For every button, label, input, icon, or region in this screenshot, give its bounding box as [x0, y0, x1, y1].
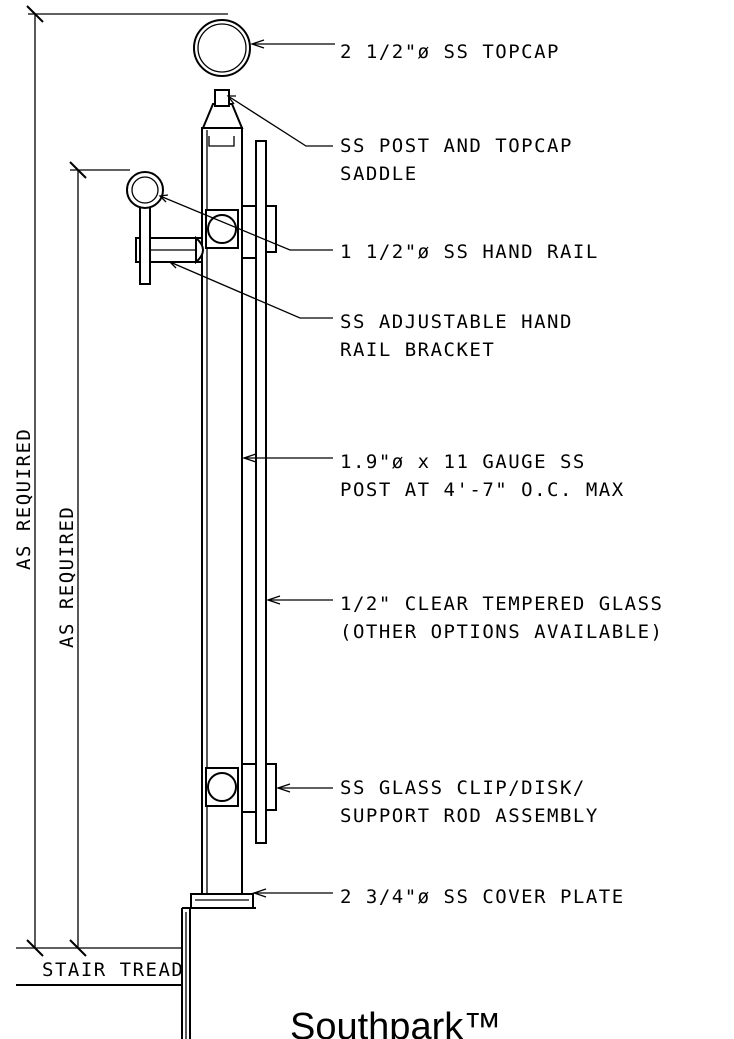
topcap [193, 19, 251, 77]
lower-glass-clip [205, 763, 277, 813]
saddle [201, 89, 244, 147]
outer-dimension-label: AS REQUIRED [13, 428, 35, 570]
callout-glass: 1/2" CLEAR TEMPERED GLASS (OTHER OPTIONS… [340, 593, 676, 643]
callout-clip: SS GLASS CLIP/DISK/ SUPPORT ROD ASSEMBLY [340, 777, 599, 827]
glass-panel [255, 140, 267, 844]
outer-dimension [26, 5, 228, 957]
inner-dimension-label: AS REQUIRED [56, 506, 78, 648]
cover-plate [190, 893, 254, 909]
callout-bracket: SS ADJUSTABLE HAND RAIL BRACKET [340, 311, 586, 361]
callout-post: 1.9"ø x 11 GAUGE SS POST AT 4'-7" O.C. M… [340, 451, 625, 501]
stair-tread-label: STAIR TREAD [42, 959, 184, 981]
hand-rail-bracket [135, 203, 204, 285]
leader-lines [158, 39, 335, 898]
brand-name: Southpark™ [290, 1006, 501, 1039]
hand-rail [126, 171, 164, 209]
callout-hand-rail: 1 1/2"ø SS HAND RAIL [340, 241, 599, 263]
callout-saddle: SS POST AND TOPCAP SADDLE [340, 135, 586, 185]
inner-dimension [69, 161, 130, 957]
callout-topcap: 2 1/2"ø SS TOPCAP [340, 41, 560, 63]
upper-glass-clip [205, 205, 277, 259]
callout-cover-plate: 2 3/4"ø SS COVER PLATE [340, 886, 625, 908]
